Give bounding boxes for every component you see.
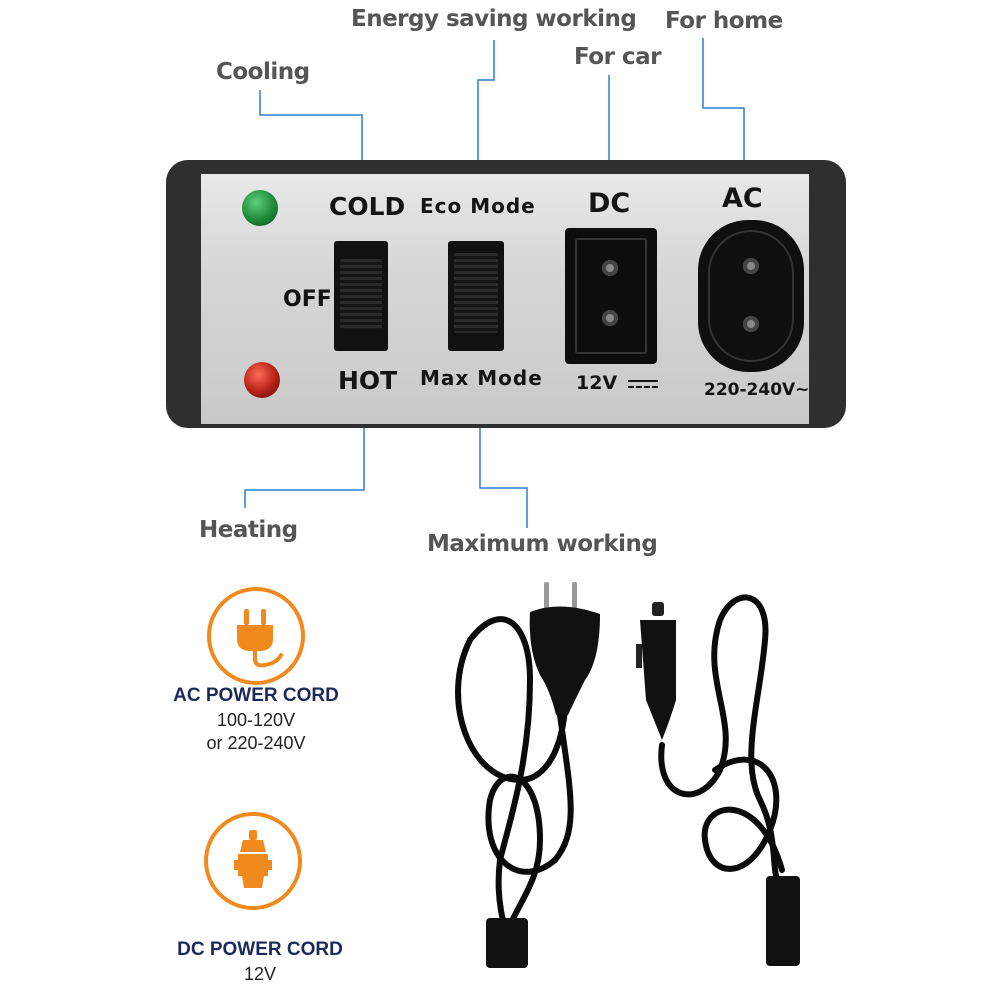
- dc-cord-spec: 12V: [243, 964, 277, 984]
- ac-cord-title: AC POWER CORD: [173, 685, 339, 706]
- dc-pin-bottom: [602, 310, 618, 326]
- ac-cord-spec-2: or 220-240V: [206, 733, 306, 753]
- dc-plug-icon-circle: [204, 812, 302, 910]
- ac-socket[interactable]: [698, 220, 804, 372]
- dc-voltage-label: 12V: [576, 372, 658, 394]
- power-mode-switch[interactable]: [448, 241, 504, 351]
- dc-symbol-icon: [627, 379, 658, 388]
- eco-mode-label: Eco Mode: [420, 194, 536, 218]
- car-plug-icon: [234, 830, 272, 888]
- dc-cord-connector-icon: [766, 876, 800, 966]
- heating-callout: Heating: [199, 517, 298, 543]
- temperature-mode-switch[interactable]: [334, 241, 388, 351]
- cooling-callout: Cooling: [216, 59, 310, 85]
- dc-cord-title: DC POWER CORD: [177, 939, 343, 960]
- off-label: OFF: [283, 287, 332, 312]
- ac-cord-spec-1: 100-120V: [216, 710, 296, 730]
- power-cords-illustration: [455, 582, 800, 968]
- max-mode-label: Max Mode: [420, 366, 543, 390]
- plug-icon: [237, 609, 283, 668]
- ac-cord-connector-icon: [486, 918, 528, 968]
- dc-socket[interactable]: [565, 228, 657, 364]
- ac-plug-icon-circle: [207, 587, 305, 685]
- cigarette-plug-icon: [636, 602, 676, 740]
- energy-saving-callout: Energy saving working: [351, 6, 637, 32]
- ac-pin-top: [743, 258, 759, 274]
- hot-label: HOT: [338, 366, 398, 395]
- ac-pin-bottom: [743, 316, 759, 332]
- euro-plug-icon: [529, 582, 600, 715]
- power-rocker: [454, 253, 498, 333]
- cold-label: COLD: [329, 192, 406, 221]
- temperature-rocker: [340, 259, 382, 329]
- for-home-callout: For home: [665, 8, 783, 34]
- dc-label: DC: [588, 188, 631, 219]
- dc-pin-top: [602, 260, 618, 276]
- cold-indicator-led: [242, 190, 278, 226]
- ac-label: AC: [722, 183, 763, 214]
- maximum-callout: Maximum working: [427, 531, 658, 557]
- hot-indicator-led: [244, 362, 280, 398]
- ac-voltage-label: 220-240V~: [704, 380, 810, 400]
- for-car-callout: For car: [574, 44, 661, 70]
